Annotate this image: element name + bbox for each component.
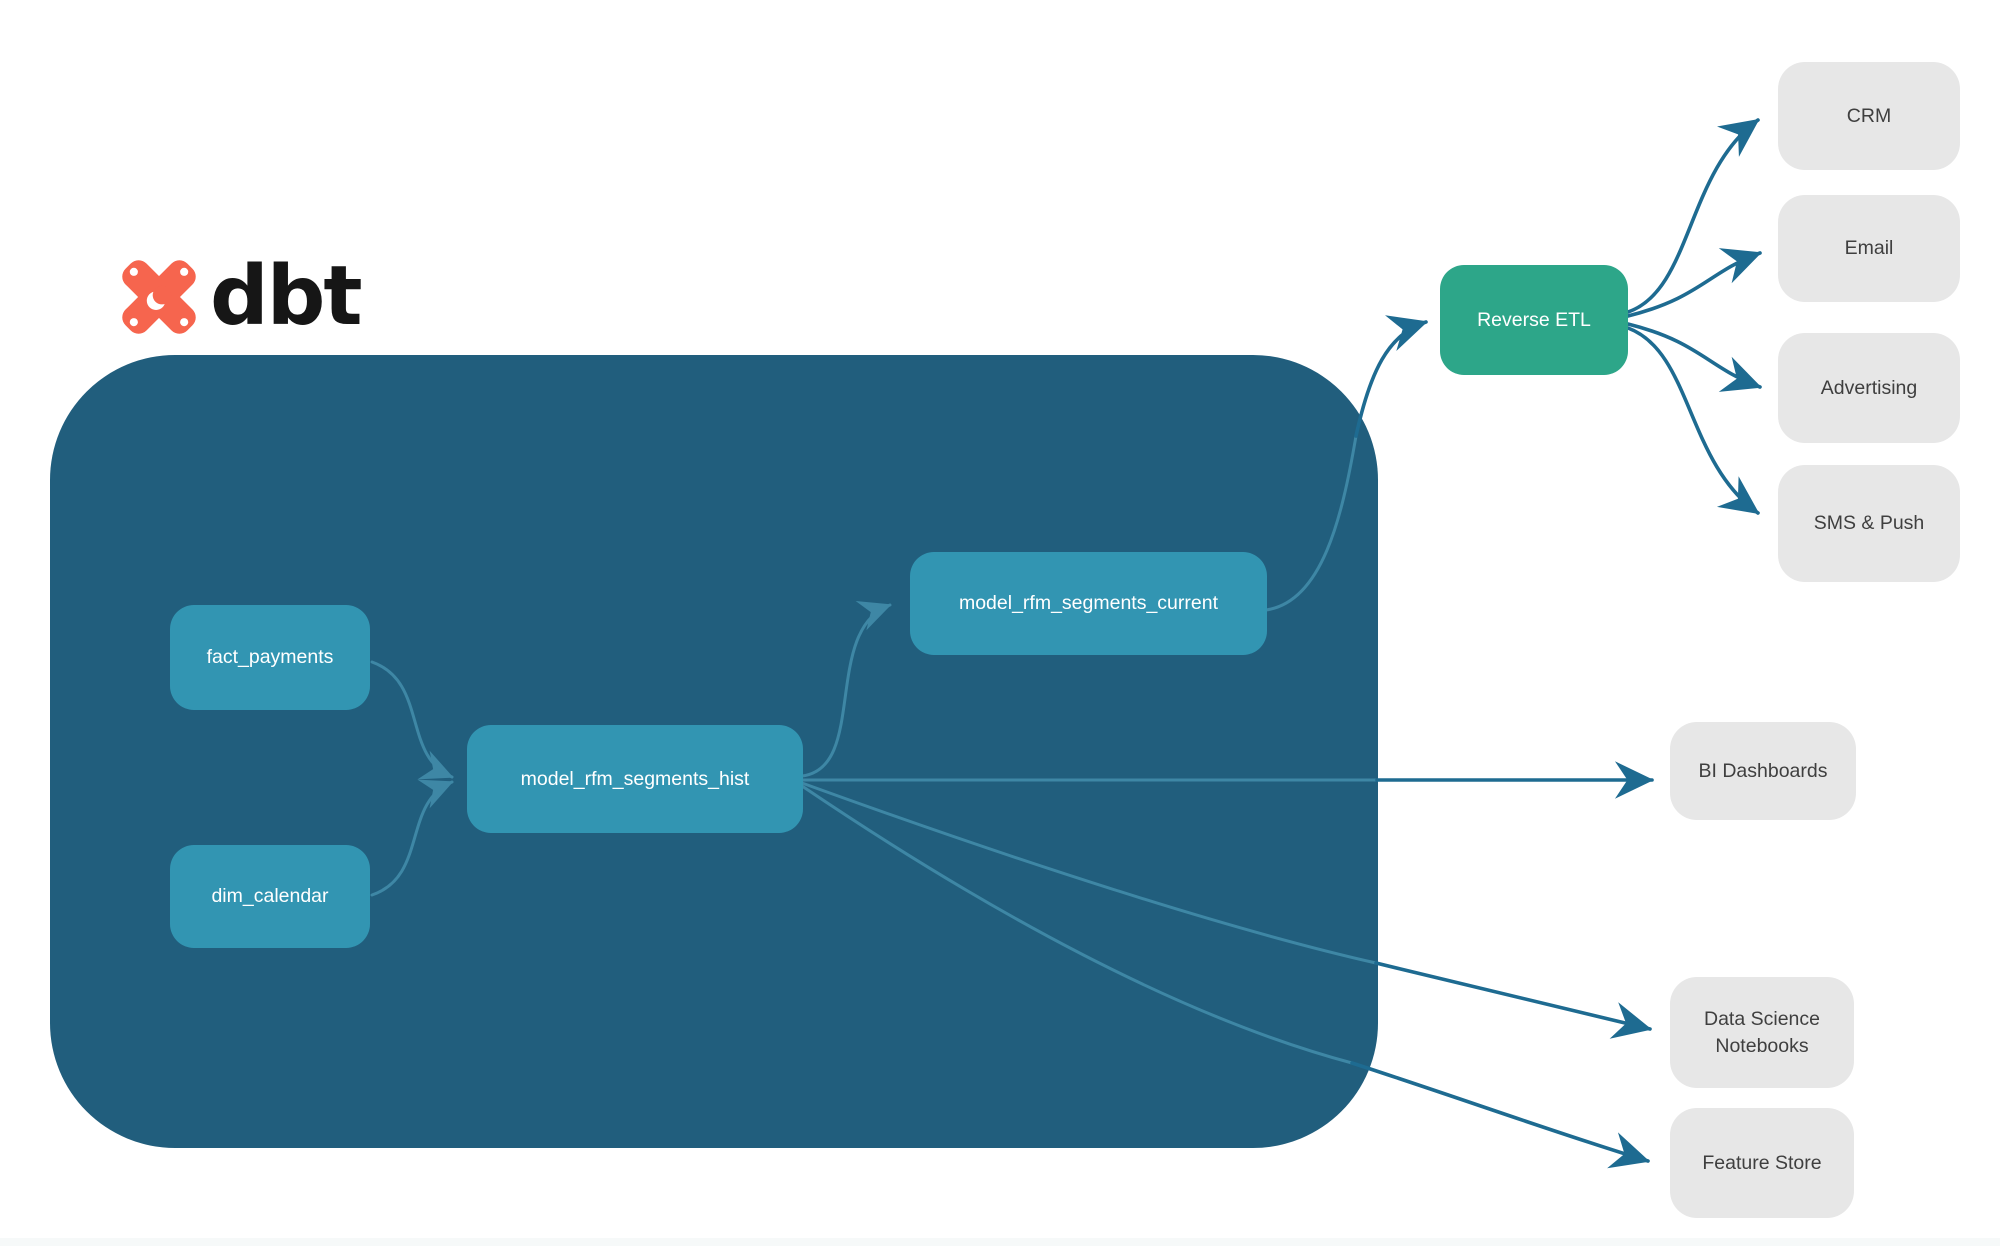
node-sms-push-label: SMS & Push <box>1813 512 1925 535</box>
dbt-logo: dbt <box>122 249 363 344</box>
node-sms-push: SMS & Push <box>1778 465 1960 582</box>
node-advertising: Advertising <box>1778 333 1960 443</box>
edge-reverseetl-to-email <box>1626 248 1762 318</box>
edge-reverseetl-to-sms-push <box>1626 326 1760 515</box>
node-model-rfm-segments-current-label: model_rfm_segments_current <box>958 592 1219 615</box>
dbt-logo-text: dbt <box>210 249 363 344</box>
edge-reverseetl-to-advertising <box>1626 322 1762 392</box>
edge-reverseetl-to-crm <box>1626 118 1760 314</box>
edge-hist-to-feature-store <box>1350 1061 1650 1169</box>
edge-current-to-reverseetl <box>1354 315 1428 438</box>
node-data-science-notebooks-label: Data Science Notebooks <box>1704 1008 1820 1057</box>
node-bi-dashboards: BI Dashboards <box>1670 722 1856 820</box>
node-crm: CRM <box>1778 62 1960 170</box>
node-dim-calendar-label: dim_calendar <box>211 885 329 908</box>
dbt-star-icon <box>122 260 196 334</box>
node-feature-store-label: Feature Store <box>1702 1151 1822 1174</box>
node-reverse-etl: Reverse ETL <box>1440 265 1628 375</box>
node-model-rfm-segments-current: model_rfm_segments_current <box>910 552 1267 655</box>
footer-strip <box>0 1238 2000 1246</box>
node-data-science-notebooks: Data Science Notebooks <box>1670 977 1854 1088</box>
node-reverse-etl-label: Reverse ETL <box>1477 308 1591 331</box>
node-dim-calendar: dim_calendar <box>170 845 370 948</box>
node-fact-payments: fact_payments <box>170 605 370 710</box>
node-fact-payments-label: fact_payments <box>206 646 334 669</box>
edge-hist-to-data-science-notebooks <box>1374 961 1652 1039</box>
node-model-rfm-segments-hist: model_rfm_segments_hist <box>467 725 803 833</box>
node-crm-label: CRM <box>1846 104 1892 127</box>
node-model-rfm-segments-hist-label: model_rfm_segments_hist <box>520 767 750 790</box>
node-bi-dashboards-label: BI Dashboards <box>1698 759 1828 782</box>
node-advertising-label: Advertising <box>1820 376 1918 399</box>
node-feature-store: Feature Store <box>1670 1108 1854 1218</box>
node-email-label: Email <box>1844 237 1894 260</box>
node-email: Email <box>1778 195 1960 302</box>
